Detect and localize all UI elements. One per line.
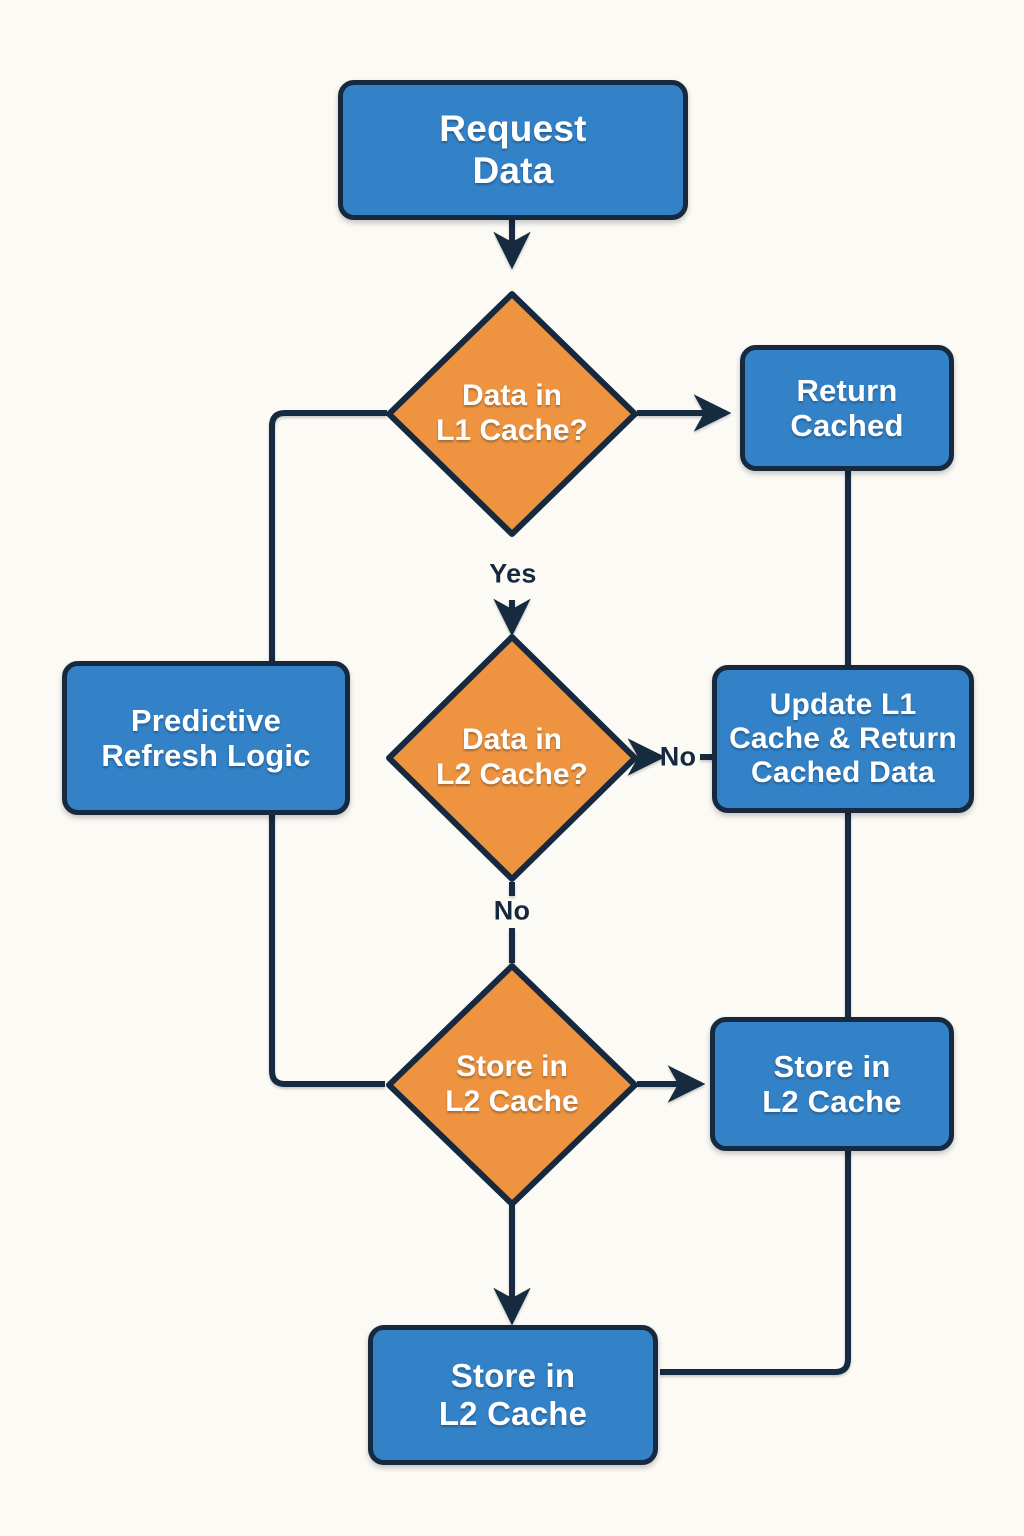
node-store-in-l2-cache-bottom[interactable]: Store in L2 Cache: [368, 1325, 658, 1465]
node-store-in-l2-cache-right-label: Store in L2 Cache: [762, 1048, 902, 1119]
node-store-in-l2-cache-bottom-label: Store in L2 Cache: [438, 1357, 588, 1432]
node-data-in-l2-cache[interactable]: Data in L2 Cache?: [385, 633, 639, 883]
diamond-shape-l1: [386, 291, 638, 537]
edge-label-no-l2: No: [659, 741, 697, 772]
diamond-shape-store: [386, 963, 638, 1207]
edge-right-rail: [660, 470, 851, 1375]
node-return-cached[interactable]: Return Cached: [740, 345, 954, 471]
node-return-cached-label: Return Cached: [790, 372, 904, 443]
edge-label-yes-l1: Yes: [489, 558, 537, 589]
node-request-data-label: Request Data: [439, 107, 587, 191]
node-store-in-l2-cache-right[interactable]: Store in L2 Cache: [710, 1017, 954, 1151]
node-update-l1-cache-return-label: Update L1 Cache & Return Cached Data: [729, 687, 957, 790]
edge-label-no-l2-down: No: [493, 895, 531, 926]
node-update-l1-cache-return[interactable]: Update L1 Cache & Return Cached Data: [712, 665, 974, 813]
node-data-in-l1-cache[interactable]: Data in L1 Cache?: [385, 290, 639, 538]
node-predictive-refresh-logic[interactable]: Predictive Refresh Logic: [62, 661, 350, 815]
node-request-data[interactable]: Request Data: [338, 80, 688, 220]
diamond-shape-l2: [386, 634, 638, 882]
node-store-in-l2-cache-decision[interactable]: Store in L2 Cache: [385, 962, 639, 1208]
node-predictive-refresh-logic-label: Predictive Refresh Logic: [101, 702, 311, 773]
